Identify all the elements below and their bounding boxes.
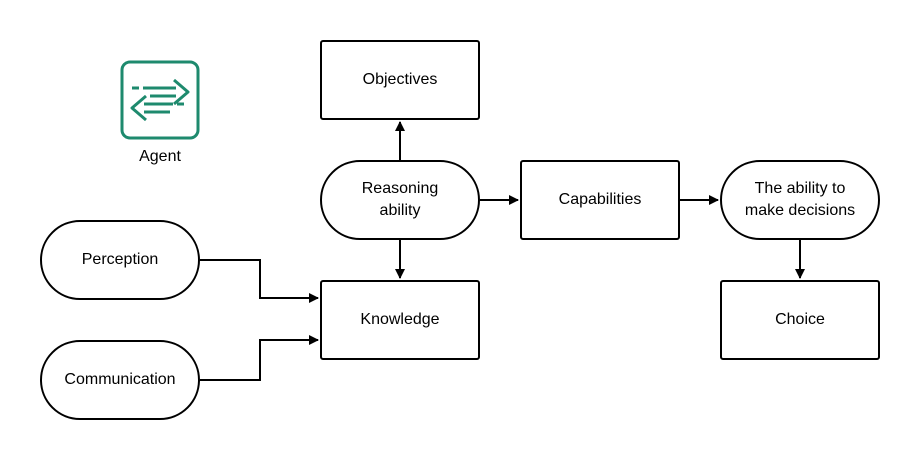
agent-label: Agent <box>139 148 181 165</box>
node-knowledge: Knowledge <box>320 280 480 360</box>
node-objectives: Objectives <box>320 40 480 120</box>
node-objectives-label: Objectives <box>362 71 438 88</box>
node-decision-ability-label: The ability to make decisions <box>744 180 856 219</box>
node-communication-label: Communication <box>64 371 176 388</box>
edge-perception-knowledge <box>200 259 319 303</box>
edge-communication-knowledge <box>200 335 319 381</box>
node-knowledge-label: Knowledge <box>360 311 440 328</box>
node-reasoning-ability: Reasoning ability <box>320 160 480 240</box>
node-capabilities-label: Capabilities <box>558 191 642 208</box>
node-reasoning-ability-label: Reasoning ability <box>361 180 439 219</box>
node-capabilities: Capabilities <box>520 160 680 240</box>
node-perception-label: Perception <box>81 251 159 268</box>
node-choice: Choice <box>720 280 880 360</box>
node-perception: Perception <box>40 220 200 300</box>
node-decision-ability: The ability to make decisions <box>720 160 880 240</box>
node-choice-label: Choice <box>775 311 825 328</box>
node-communication: Communication <box>40 340 200 420</box>
agent-arrows-icon <box>120 60 200 140</box>
